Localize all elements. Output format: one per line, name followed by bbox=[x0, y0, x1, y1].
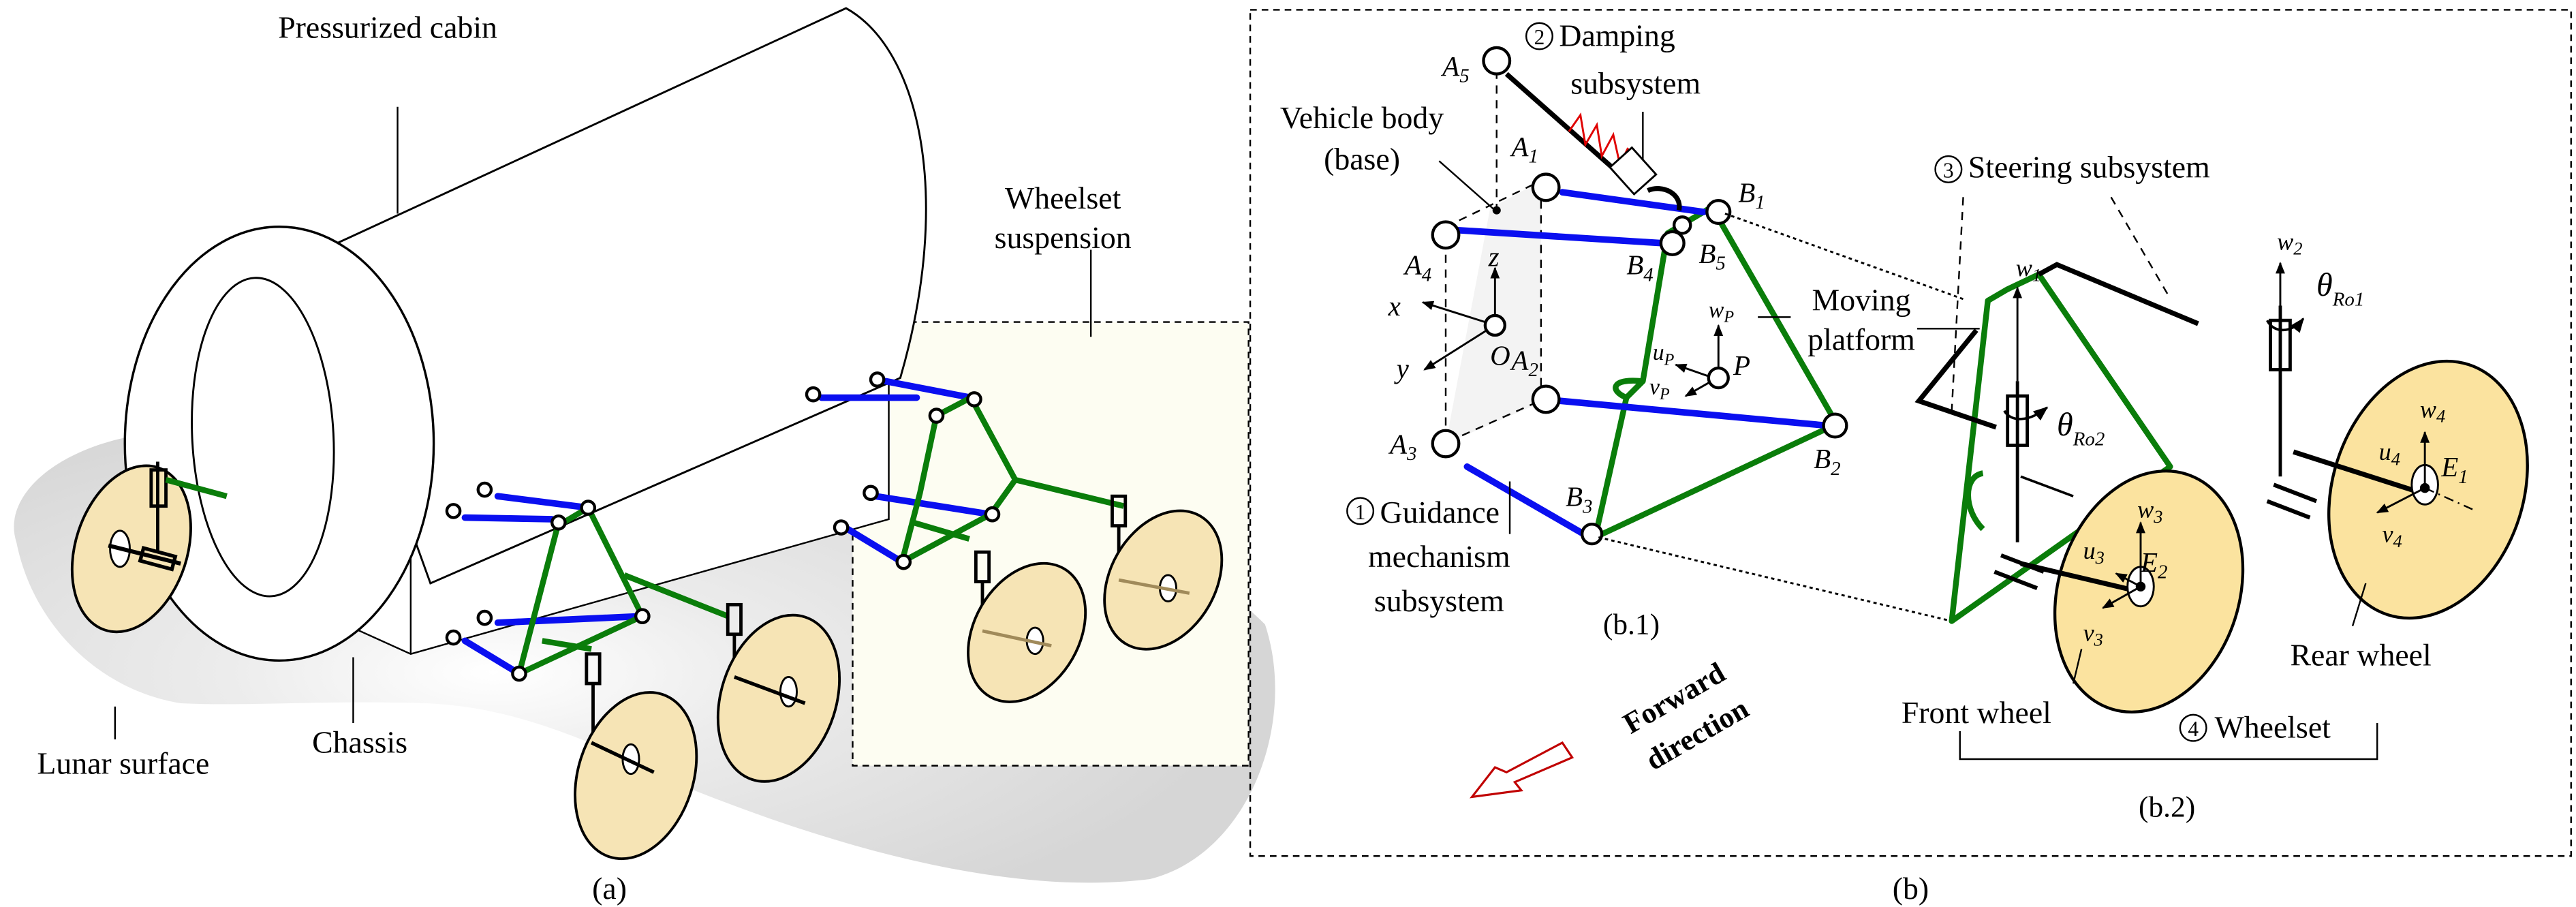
wheel-left-front bbox=[70, 461, 228, 634]
label-guidance-3: subsystem bbox=[1374, 583, 1504, 618]
label-theta-ro2: θRo2 bbox=[2057, 407, 2105, 450]
label-wheelset-suspension-2: suspension bbox=[995, 220, 1132, 255]
label-A1: A1 bbox=[1509, 131, 1538, 168]
label-E1: E1 bbox=[2440, 451, 2468, 488]
label-guidance-1: Guidance bbox=[1380, 495, 1500, 529]
caption-b: (b) bbox=[1893, 871, 1929, 906]
base-plane bbox=[1445, 181, 1541, 444]
label-B2: B2 bbox=[1814, 443, 1841, 480]
label-axis-wP: wP bbox=[1709, 297, 1735, 326]
label-B5: B5 bbox=[1698, 238, 1726, 275]
label-vehicle-body-1: Vehicle body bbox=[1280, 100, 1444, 135]
caption-a: (a) bbox=[592, 871, 627, 906]
label-A5: A5 bbox=[1440, 50, 1470, 87]
label-damping-1: Damping bbox=[1559, 18, 1675, 53]
label-P: P bbox=[1733, 350, 1750, 381]
label-pressurized-cabin: Pressurized cabin bbox=[278, 10, 497, 44]
circled-3: 3 bbox=[1943, 158, 1954, 182]
label-guidance-2: mechanism bbox=[1368, 539, 1510, 574]
label-axis-w2: w2 bbox=[2277, 228, 2302, 259]
label-B4: B4 bbox=[1626, 249, 1654, 286]
label-theta-ro1: θRo1 bbox=[2316, 267, 2364, 310]
label-axis-w4: w4 bbox=[2420, 395, 2445, 426]
label-axis-z: z bbox=[1488, 241, 1500, 273]
label-axis-v4: v4 bbox=[2382, 521, 2402, 551]
circled-1: 1 bbox=[1355, 500, 1366, 524]
label-A3: A3 bbox=[1388, 429, 1417, 465]
panel-a: Pressurized cabin Wheelset suspension Lu… bbox=[14, 7, 1275, 906]
label-moving-platform-2: platform bbox=[1807, 322, 1915, 357]
label-lunar-surface: Lunar surface bbox=[37, 746, 209, 781]
wheel-box-2 bbox=[1103, 509, 1224, 651]
front-wheel bbox=[2020, 470, 2245, 714]
circled-2: 2 bbox=[1534, 25, 1545, 49]
label-O: O bbox=[1490, 339, 1510, 371]
label-steering: Steering subsystem bbox=[1968, 149, 2210, 184]
label-A4: A4 bbox=[1403, 249, 1432, 286]
label-E2: E2 bbox=[2140, 547, 2168, 583]
label-axis-v3: v3 bbox=[2083, 619, 2103, 649]
label-axis-w1: w1 bbox=[2016, 254, 2041, 285]
label-axis-w3: w3 bbox=[2137, 496, 2162, 527]
label-damping-2: subsystem bbox=[1570, 65, 1701, 100]
label-B3: B3 bbox=[1566, 481, 1593, 518]
label-B1: B1 bbox=[1738, 177, 1765, 214]
label-vehicle-body-2: (base) bbox=[1324, 141, 1400, 176]
label-front-wheel: Front wheel bbox=[1902, 695, 2051, 730]
label-axis-y: y bbox=[1394, 353, 1410, 384]
suspension-linkage-left bbox=[445, 481, 743, 743]
label-wheelset-suspension-1: Wheelset bbox=[1005, 181, 1121, 215]
label-A2: A2 bbox=[1509, 345, 1538, 382]
forward-direction-arrow bbox=[1469, 741, 1574, 799]
circled-4: 4 bbox=[2188, 717, 2199, 741]
label-chassis: Chassis bbox=[312, 724, 407, 759]
label-wheelset: Wheelset bbox=[2215, 710, 2331, 745]
caption-b2: (b.2) bbox=[2139, 790, 2195, 823]
label-moving-platform-1: Moving bbox=[1812, 283, 1911, 318]
pressurized-cabin bbox=[123, 7, 927, 662]
panel-b: 2 1 3 4 Damping subsystem Guidance mecha… bbox=[1249, 9, 2572, 906]
panel-b-frame bbox=[1249, 9, 2572, 857]
rear-wheel bbox=[2293, 359, 2529, 620]
wheel-mid-2 bbox=[716, 613, 841, 783]
wheel-mid-1 bbox=[574, 691, 698, 861]
wheel-box-1 bbox=[967, 562, 1087, 703]
label-axis-vP: vP bbox=[1649, 375, 1670, 403]
label-axis-u4: u4 bbox=[2379, 438, 2400, 469]
label-axis-u3: u3 bbox=[2083, 537, 2105, 568]
label-axis-x: x bbox=[1388, 290, 1401, 322]
label-axis-uP: uP bbox=[1653, 340, 1675, 369]
label-rear-wheel: Rear wheel bbox=[2290, 638, 2431, 673]
caption-b1: (b.1) bbox=[1603, 609, 1660, 641]
